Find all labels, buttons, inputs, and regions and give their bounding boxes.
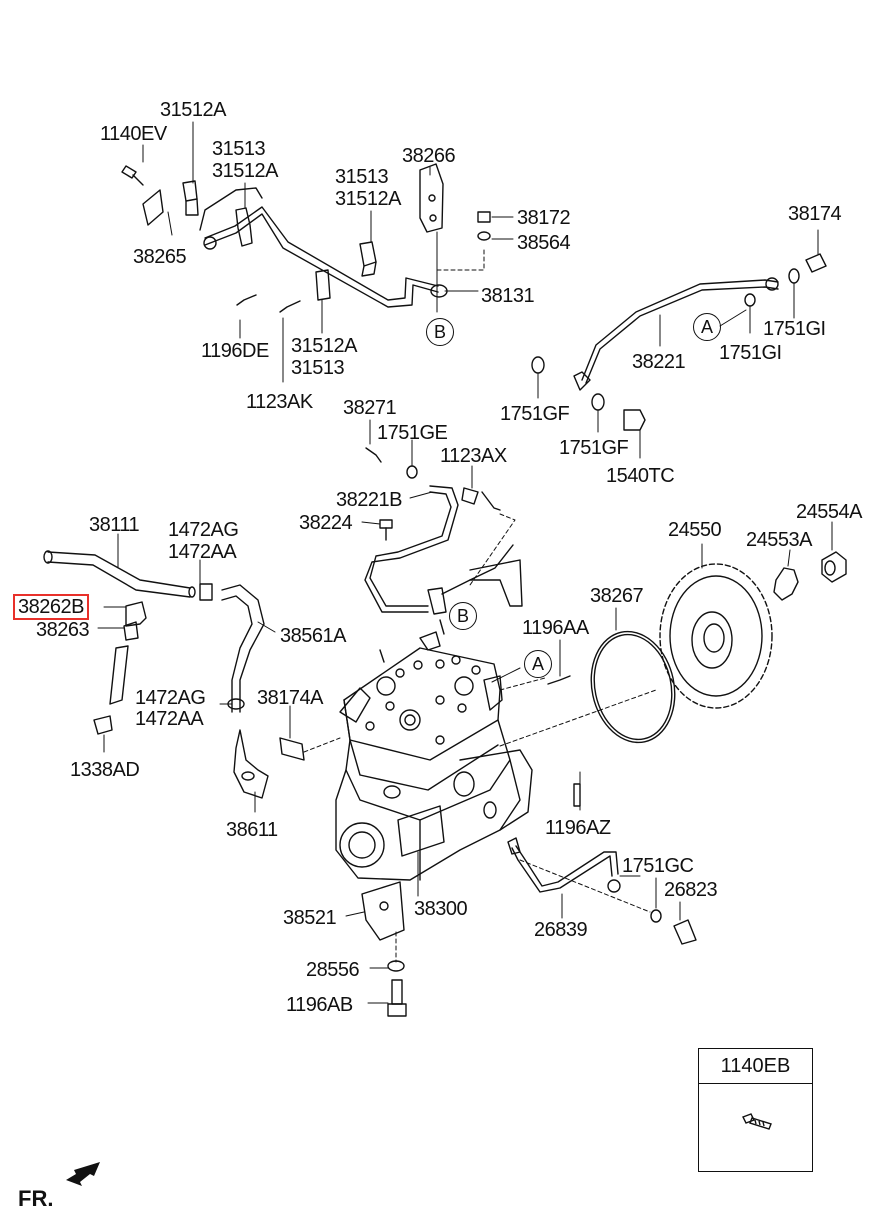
leader-lines-top xyxy=(142,121,514,383)
part-label-38174: 38174 xyxy=(788,203,842,225)
pipe-38221 xyxy=(531,253,827,431)
part-label-1140ev: 1140EV xyxy=(100,123,167,145)
part-label-38561a: 38561A xyxy=(280,625,346,647)
part-label-38111: 38111 xyxy=(89,514,140,536)
part-label-1751gf-b: 1751GF xyxy=(559,437,629,459)
top-air-pipe xyxy=(199,187,439,308)
part-label-38172: 38172 xyxy=(517,207,571,229)
compressor-38300 xyxy=(335,619,533,881)
o-ring-38267 xyxy=(590,607,676,744)
part-label-24550: 24550 xyxy=(668,519,722,541)
circle-a-lower: A xyxy=(524,650,552,678)
part-label-1123ak: 1123AK xyxy=(246,391,313,413)
front-indicator: FR. xyxy=(18,1186,54,1211)
part-label-38221: 38221 xyxy=(632,351,686,373)
washer-24553a xyxy=(773,549,799,601)
part-label-1540tc: 1540TC xyxy=(606,465,675,487)
leader-lines-right xyxy=(537,229,819,459)
part-label-1196ab: 1196AB xyxy=(286,994,353,1016)
part-label-31513-c: 31513 xyxy=(335,166,389,188)
nut-24554a xyxy=(821,521,847,583)
part-label-1196aa: 1196AA xyxy=(522,617,589,639)
part-label-31512a-top: 31512A xyxy=(160,99,226,121)
legend-box: 1140EB xyxy=(698,1048,813,1172)
bracket-38266 xyxy=(419,163,444,233)
bracket-38262b xyxy=(123,601,147,641)
part-label-38266: 38266 xyxy=(402,145,456,167)
gear-24550 xyxy=(659,543,773,709)
part-label-1196az: 1196AZ xyxy=(545,817,611,839)
circle-b-lower: B xyxy=(449,602,477,630)
part-label-38262b: 38262B xyxy=(13,594,89,620)
hose-38561a xyxy=(221,584,305,799)
part-label-38267: 38267 xyxy=(590,585,644,607)
circle-b-upper: B xyxy=(426,318,454,346)
leader-lines-mid xyxy=(361,419,516,586)
part-label-38224: 38224 xyxy=(299,512,353,534)
part-label-1472ag-a: 1472AG xyxy=(168,519,239,541)
part-label-31512a-c: 31512A xyxy=(335,188,401,210)
bracket-38265 xyxy=(142,189,164,226)
part-label-1751gc: 1751GC xyxy=(622,855,694,877)
part-label-24554a: 24554A xyxy=(796,501,862,523)
part-label-1751gi-a: 1751GI xyxy=(763,318,826,340)
part-label-1472aa-a: 1472AA xyxy=(168,541,237,563)
part-label-28556: 28556 xyxy=(306,959,360,981)
part-label-38564: 38564 xyxy=(517,232,571,254)
bolt-icon xyxy=(742,1113,772,1130)
bracket-38521 xyxy=(361,881,405,941)
bolts-bottom xyxy=(387,675,697,1017)
part-label-1751ge: 1751GE xyxy=(377,422,448,444)
bolts-top xyxy=(121,165,491,313)
part-label-38263: 38263 xyxy=(36,619,90,641)
part-label-31513-d: 31513 xyxy=(291,357,345,379)
part-label-31513-a: 31513 xyxy=(212,138,266,160)
part-label-31512a-d: 31512A xyxy=(291,335,357,357)
leader-lines-left xyxy=(97,533,341,813)
part-label-24553a: 24553A xyxy=(746,529,812,551)
part-label-1751gf-a: 1751GF xyxy=(500,403,570,425)
part-label-1751gi-b: 1751GI xyxy=(719,342,782,364)
part-label-1338ad: 1338AD xyxy=(70,759,140,781)
part-label-1196de: 1196DE xyxy=(201,340,269,362)
legend-code: 1140EB xyxy=(699,1049,812,1084)
pipe-clamps xyxy=(182,180,377,301)
part-label-26823: 26823 xyxy=(664,879,718,901)
part-label-38221b: 38221B xyxy=(336,489,402,511)
part-label-38271: 38271 xyxy=(343,397,397,419)
part-label-38131: 38131 xyxy=(481,285,535,307)
part-label-38521: 38521 xyxy=(283,907,337,929)
part-label-1123ax: 1123AX xyxy=(440,445,507,467)
part-label-1472aa-b: 1472AA xyxy=(135,708,204,730)
part-label-38300: 38300 xyxy=(414,898,468,920)
part-label-1472ag-b: 1472AG xyxy=(135,687,206,709)
part-label-38174a: 38174A xyxy=(257,687,323,709)
strap-1338ad xyxy=(93,645,129,735)
pipe-26839 xyxy=(507,837,621,893)
part-label-38265: 38265 xyxy=(133,246,187,268)
front-arrow-icon xyxy=(66,1162,100,1186)
pipe-38221b xyxy=(364,447,523,615)
part-label-31512a-b: 31512A xyxy=(212,160,278,182)
leader-lines-bottom xyxy=(345,639,681,1004)
part-label-26839: 26839 xyxy=(534,919,588,941)
circle-a-upper: A xyxy=(693,313,721,341)
part-label-38611: 38611 xyxy=(226,819,278,841)
